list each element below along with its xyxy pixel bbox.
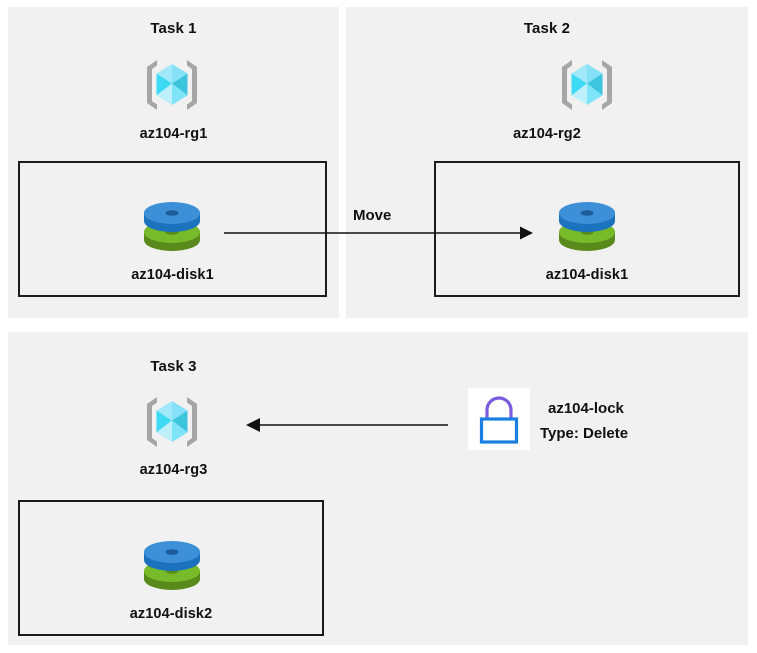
resource-box-1 — [18, 161, 327, 297]
resource-label-2: az104-disk1 — [545, 267, 629, 283]
managed-disk-icon — [141, 535, 203, 595]
move-arrow-label: Move — [353, 207, 392, 224]
move-arrow — [224, 226, 533, 240]
managed-disk-icon — [141, 196, 203, 256]
resource-group-cube-icon — [141, 391, 203, 453]
task-1-title: Task 1 — [150, 20, 197, 37]
padlock-icon — [476, 394, 522, 446]
lock-type: Type: Delete — [540, 425, 629, 442]
resource-box-2 — [434, 161, 740, 297]
resource-group-cube-icon — [556, 54, 618, 116]
resource-box-3 — [18, 500, 324, 636]
lock-name: az104-lock — [548, 400, 624, 417]
task-panel-3 — [8, 332, 748, 645]
resource-label-1: az104-disk1 — [131, 267, 214, 283]
resource-group-label-1: az104-rg1 — [139, 126, 208, 142]
resource-label-3: az104-disk2 — [129, 606, 213, 622]
task-2-title: Task 2 — [523, 20, 571, 37]
resource-group-cube-icon — [141, 54, 203, 116]
resource-group-label-2: az104-rg2 — [513, 126, 581, 142]
task-3-title: Task 3 — [150, 358, 197, 375]
managed-disk-icon — [556, 196, 618, 256]
lock-arrow — [246, 418, 448, 432]
resource-group-label-3: az104-rg3 — [139, 462, 208, 478]
